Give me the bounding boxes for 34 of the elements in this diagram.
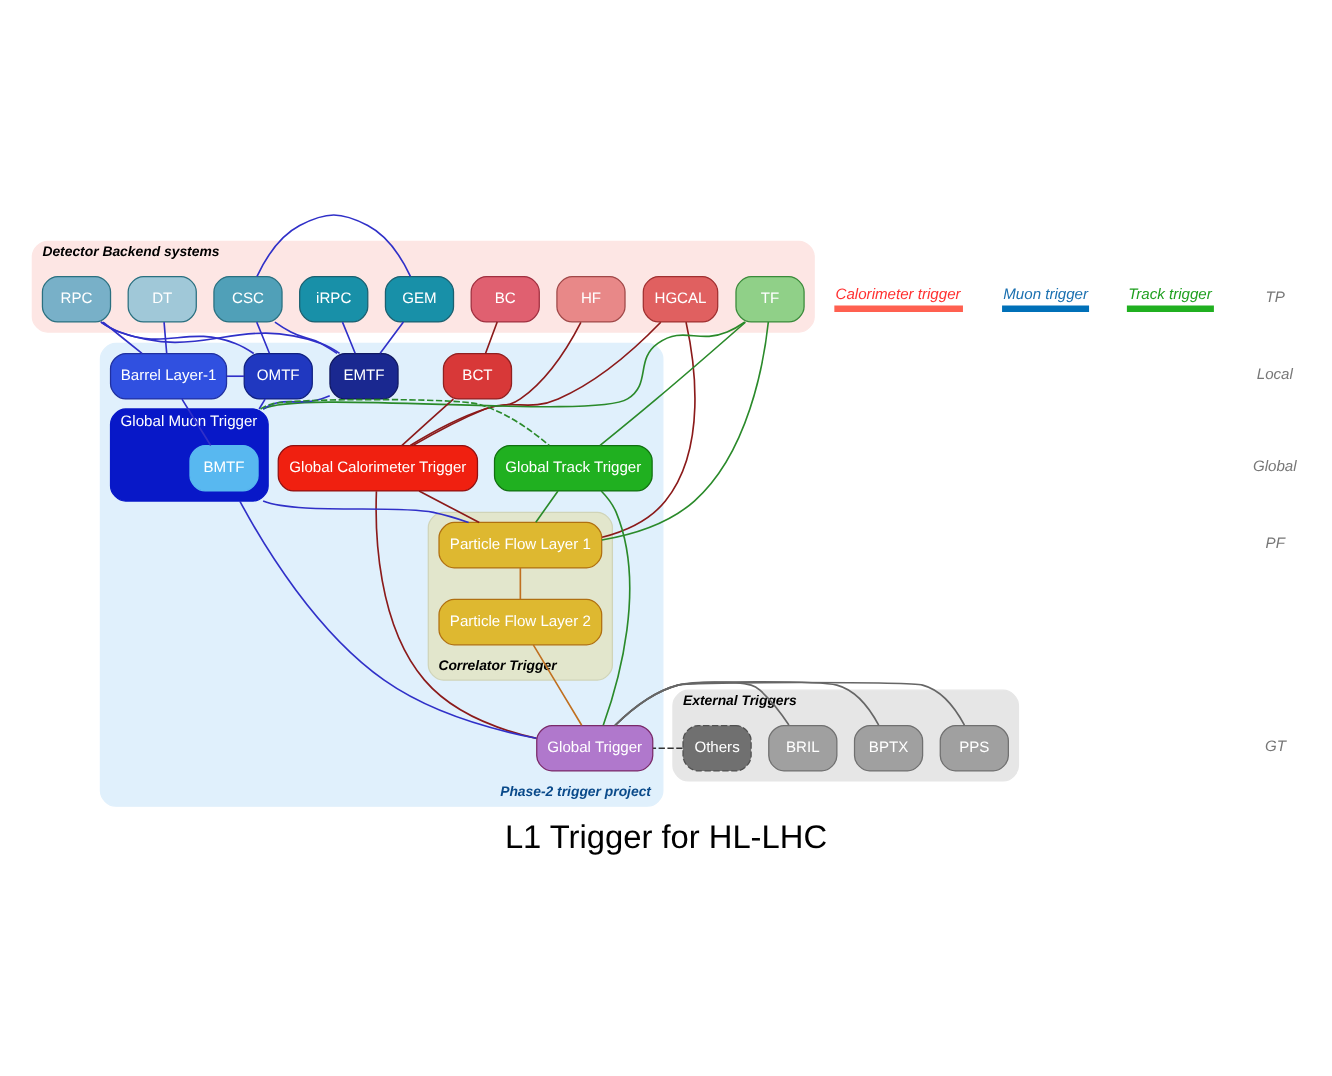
connector	[535, 489, 559, 523]
connector	[262, 320, 746, 409]
connector	[239, 499, 538, 739]
connector	[599, 320, 747, 446]
connector	[226, 374, 245, 377]
connector	[255, 320, 271, 354]
connector	[274, 320, 338, 354]
connector	[532, 643, 583, 726]
connector	[614, 680, 966, 726]
connector	[601, 320, 696, 538]
connector	[181, 397, 212, 446]
connector	[258, 397, 266, 409]
caption: L1 Trigger for HL-LHC	[504, 818, 828, 855]
connector	[614, 679, 880, 726]
connector	[262, 393, 331, 409]
connector	[601, 320, 770, 540]
connector	[259, 397, 551, 446]
connector	[412, 320, 582, 446]
connector	[484, 320, 498, 354]
connector	[400, 397, 455, 446]
connector	[409, 320, 662, 446]
connector	[379, 320, 405, 354]
connector	[614, 680, 790, 726]
connector	[341, 320, 356, 354]
connector	[652, 746, 684, 749]
connector	[519, 566, 522, 599]
connector	[418, 489, 481, 523]
connector	[256, 213, 412, 277]
connector	[100, 320, 341, 354]
connector	[100, 320, 255, 354]
connector	[262, 499, 470, 523]
connector	[600, 489, 631, 726]
connector	[102, 320, 143, 354]
connector	[163, 320, 168, 354]
